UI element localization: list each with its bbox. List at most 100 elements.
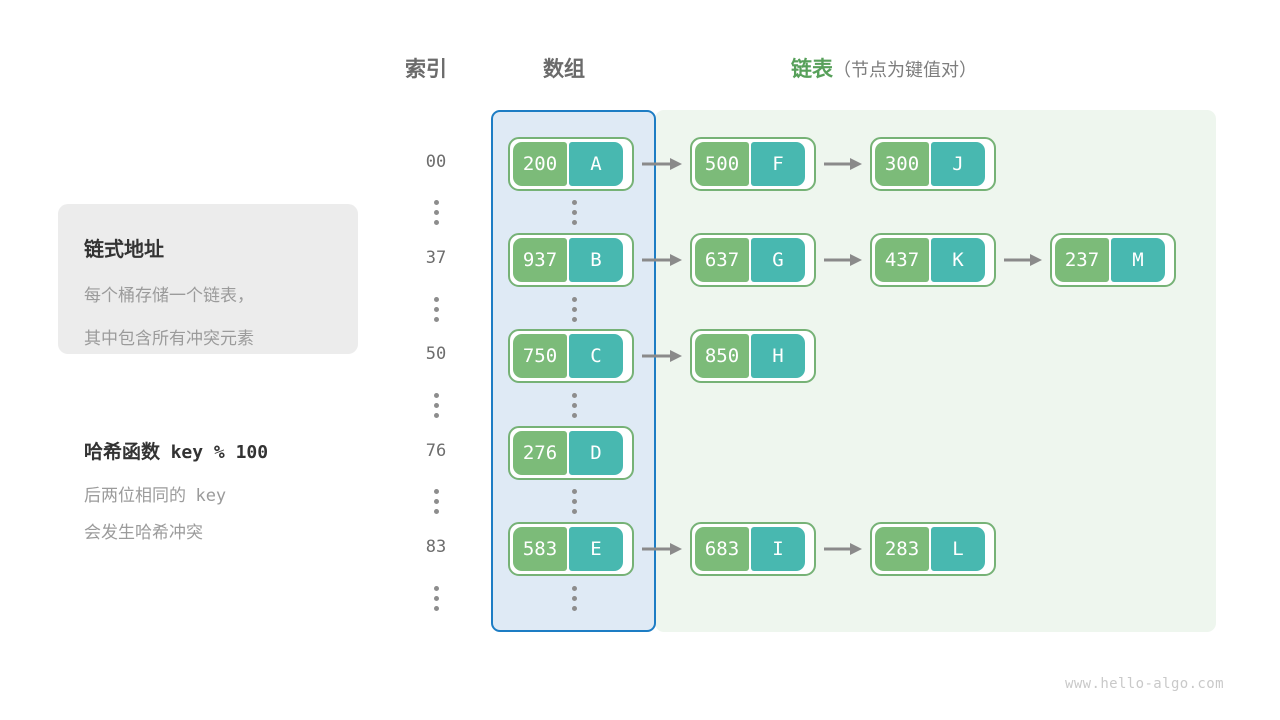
index-ellipsis bbox=[429, 393, 443, 418]
index-ellipsis bbox=[429, 297, 443, 322]
chain-arrow-icon bbox=[642, 254, 682, 266]
index-ellipsis bbox=[429, 200, 443, 225]
info-card-line-1: 每个桶存储一个链表， bbox=[84, 286, 254, 305]
array-ellipsis bbox=[567, 297, 581, 322]
node-value: D bbox=[569, 431, 623, 475]
array-ellipsis bbox=[567, 200, 581, 225]
node-key: 500 bbox=[695, 142, 749, 186]
node-value: C bbox=[569, 334, 623, 378]
ellipsis-dot bbox=[571, 297, 577, 302]
ellipsis-dot bbox=[571, 413, 577, 418]
node-key: 683 bbox=[695, 527, 749, 571]
column-header-index: 索引 bbox=[405, 58, 447, 81]
hash-function-label: 哈希函数 bbox=[84, 442, 161, 463]
node-key: 237 bbox=[1055, 238, 1109, 282]
chain-arrow-icon bbox=[1004, 254, 1042, 266]
array-ellipsis bbox=[567, 393, 581, 418]
index-label: 37 bbox=[425, 248, 447, 268]
hash-function-title: 哈希函数 key % 100 bbox=[84, 437, 268, 464]
ellipsis-dot bbox=[571, 317, 577, 322]
node-key: 637 bbox=[695, 238, 749, 282]
ellipsis-dot bbox=[433, 317, 439, 322]
ellipsis-dot bbox=[433, 403, 439, 408]
ellipsis-dot bbox=[571, 586, 577, 591]
index-ellipsis bbox=[429, 586, 443, 611]
node-key: 750 bbox=[513, 334, 567, 378]
ellipsis-dot bbox=[571, 489, 577, 494]
node-value: F bbox=[751, 142, 805, 186]
chain-arrow-icon bbox=[824, 543, 862, 555]
index-label: 83 bbox=[425, 537, 447, 557]
ellipsis-dot bbox=[433, 586, 439, 591]
node-value: J bbox=[931, 142, 985, 186]
ellipsis-dot bbox=[433, 606, 439, 611]
column-header-linked-list-main: 链表 bbox=[791, 58, 833, 81]
chain-arrow-icon bbox=[642, 543, 682, 555]
index-label: 50 bbox=[425, 344, 447, 364]
ellipsis-dot bbox=[571, 509, 577, 514]
node-key: 283 bbox=[875, 527, 929, 571]
ellipsis-dot bbox=[571, 596, 577, 601]
ellipsis-dot bbox=[571, 499, 577, 504]
hash-note-line-1-text: 后两位相同的 bbox=[84, 486, 186, 505]
chain-arrow-icon bbox=[824, 158, 862, 170]
column-header-array: 数组 bbox=[543, 58, 585, 81]
ellipsis-dot bbox=[571, 200, 577, 205]
node-value: A bbox=[569, 142, 623, 186]
node-value: B bbox=[569, 238, 623, 282]
hash-note-line-1-mono: key bbox=[195, 486, 227, 506]
node-value: E bbox=[569, 527, 623, 571]
chain-arrow-icon bbox=[824, 254, 862, 266]
ellipsis-dot bbox=[433, 596, 439, 601]
node-value: H bbox=[751, 334, 805, 378]
node-value: L bbox=[931, 527, 985, 571]
node-key: 583 bbox=[513, 527, 567, 571]
index-label: 76 bbox=[425, 441, 447, 461]
ellipsis-dot bbox=[433, 413, 439, 418]
ellipsis-dot bbox=[433, 210, 439, 215]
array-ellipsis bbox=[567, 586, 581, 611]
ellipsis-dot bbox=[433, 509, 439, 514]
ellipsis-dot bbox=[433, 489, 439, 494]
index-label: 00 bbox=[425, 152, 447, 172]
ellipsis-dot bbox=[433, 307, 439, 312]
ellipsis-dot bbox=[571, 210, 577, 215]
ellipsis-dot bbox=[433, 200, 439, 205]
node-value: K bbox=[931, 238, 985, 282]
ellipsis-dot bbox=[433, 499, 439, 504]
index-ellipsis bbox=[429, 489, 443, 514]
node-key: 850 bbox=[695, 334, 749, 378]
node-value: G bbox=[751, 238, 805, 282]
node-key: 276 bbox=[513, 431, 567, 475]
node-value: M bbox=[1111, 238, 1165, 282]
info-card-title: 链式地址 bbox=[84, 239, 164, 261]
array-ellipsis bbox=[567, 489, 581, 514]
column-header-linked-list-sub: （节点为键值对） bbox=[833, 60, 977, 80]
chain-arrow-icon bbox=[642, 350, 682, 362]
info-card-line-2: 其中包含所有冲突元素 bbox=[84, 329, 254, 348]
chain-arrow-icon bbox=[642, 158, 682, 170]
watermark: www.hello-algo.com bbox=[1065, 676, 1224, 692]
node-key: 300 bbox=[875, 142, 929, 186]
hash-function-expression: key % 100 bbox=[170, 442, 269, 463]
info-card bbox=[58, 204, 358, 354]
node-key: 937 bbox=[513, 238, 567, 282]
column-header-linked-list: 链表（节点为键值对） bbox=[791, 53, 977, 83]
ellipsis-dot bbox=[571, 606, 577, 611]
ellipsis-dot bbox=[433, 220, 439, 225]
ellipsis-dot bbox=[571, 307, 577, 312]
hash-note-line-2: 会发生哈希冲突 bbox=[84, 523, 203, 542]
